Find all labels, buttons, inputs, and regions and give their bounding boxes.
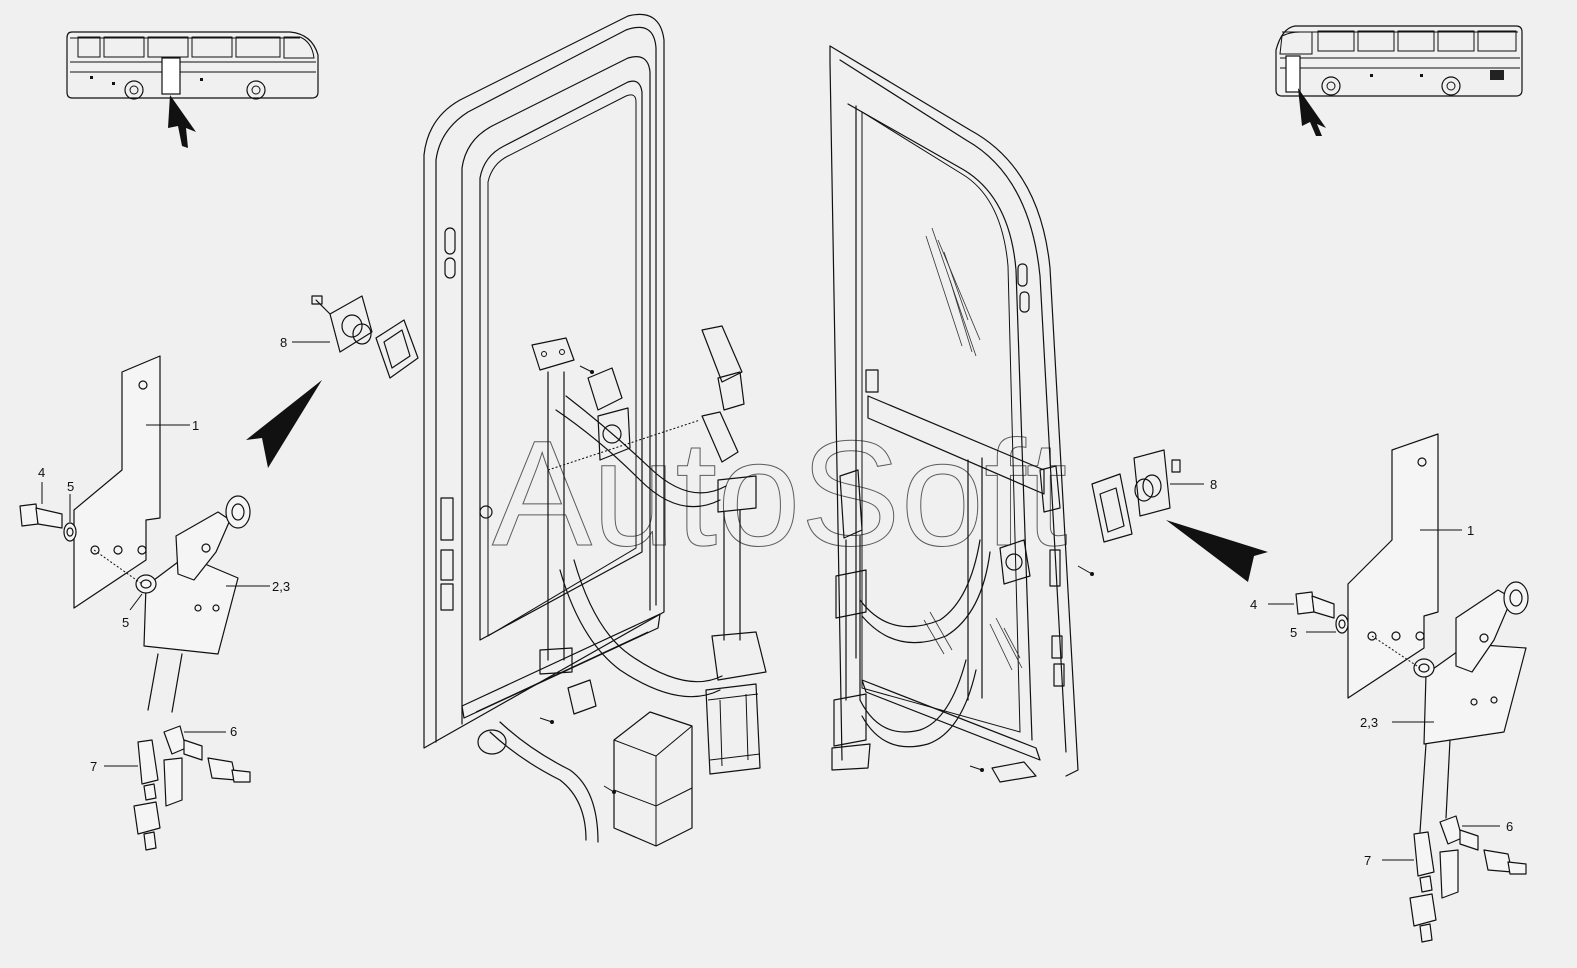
right-lock-assembly — [1091, 449, 1181, 543]
callout-4: 4 — [38, 465, 45, 480]
bracket-plate — [1347, 433, 1439, 699]
callout-6: 6 — [230, 724, 237, 739]
right-door-mechanism — [831, 457, 1094, 783]
screw-icon — [579, 365, 594, 374]
right-callouts: 1 2,3 4 5 6 7 8 — [1210, 477, 1513, 868]
bus-side-view-icon — [66, 31, 319, 100]
direction-arrow-icon — [168, 95, 196, 148]
callout-1: 1 — [192, 418, 199, 433]
left-lock-assembly — [311, 295, 419, 379]
watermark: AutoSoft — [492, 409, 1067, 577]
left-bracket-assembly — [19, 341, 330, 851]
right-bracket-assembly — [1170, 433, 1529, 943]
screw-icon — [539, 717, 554, 724]
callout-7: 7 — [1364, 853, 1371, 868]
callout-8: 8 — [1210, 477, 1217, 492]
callout-4: 4 — [1250, 597, 1257, 612]
left-door — [423, 13, 665, 749]
callout-5: 5 — [1290, 625, 1297, 640]
left-callouts: 1 2,3 4 5 5 6 7 8 — [38, 335, 290, 774]
callout-6: 6 — [1506, 819, 1513, 834]
callout-5: 5 — [122, 615, 129, 630]
bracket-plate — [73, 355, 161, 609]
bus-side-view-icon — [1275, 25, 1523, 97]
bus-thumbnail-left — [66, 31, 319, 148]
left-door-mechanism — [477, 325, 767, 847]
right-door — [829, 45, 1079, 777]
callout-8: 8 — [280, 335, 287, 350]
callout-2-3: 2,3 — [272, 579, 290, 594]
direction-arrow-icon — [1166, 520, 1268, 582]
direction-arrow-icon — [246, 380, 322, 468]
direction-arrow-icon — [1298, 88, 1326, 136]
screw-icon — [1077, 565, 1094, 576]
callout-7: 7 — [90, 759, 97, 774]
screw-icon — [969, 765, 984, 772]
callout-2-3: 2,3 — [1360, 715, 1378, 730]
screw-icon — [603, 785, 616, 794]
callout-1: 1 — [1467, 523, 1474, 538]
glass-hatching — [923, 227, 1023, 671]
bus-thumbnail-right — [1275, 25, 1523, 136]
callout-5: 5 — [67, 479, 74, 494]
